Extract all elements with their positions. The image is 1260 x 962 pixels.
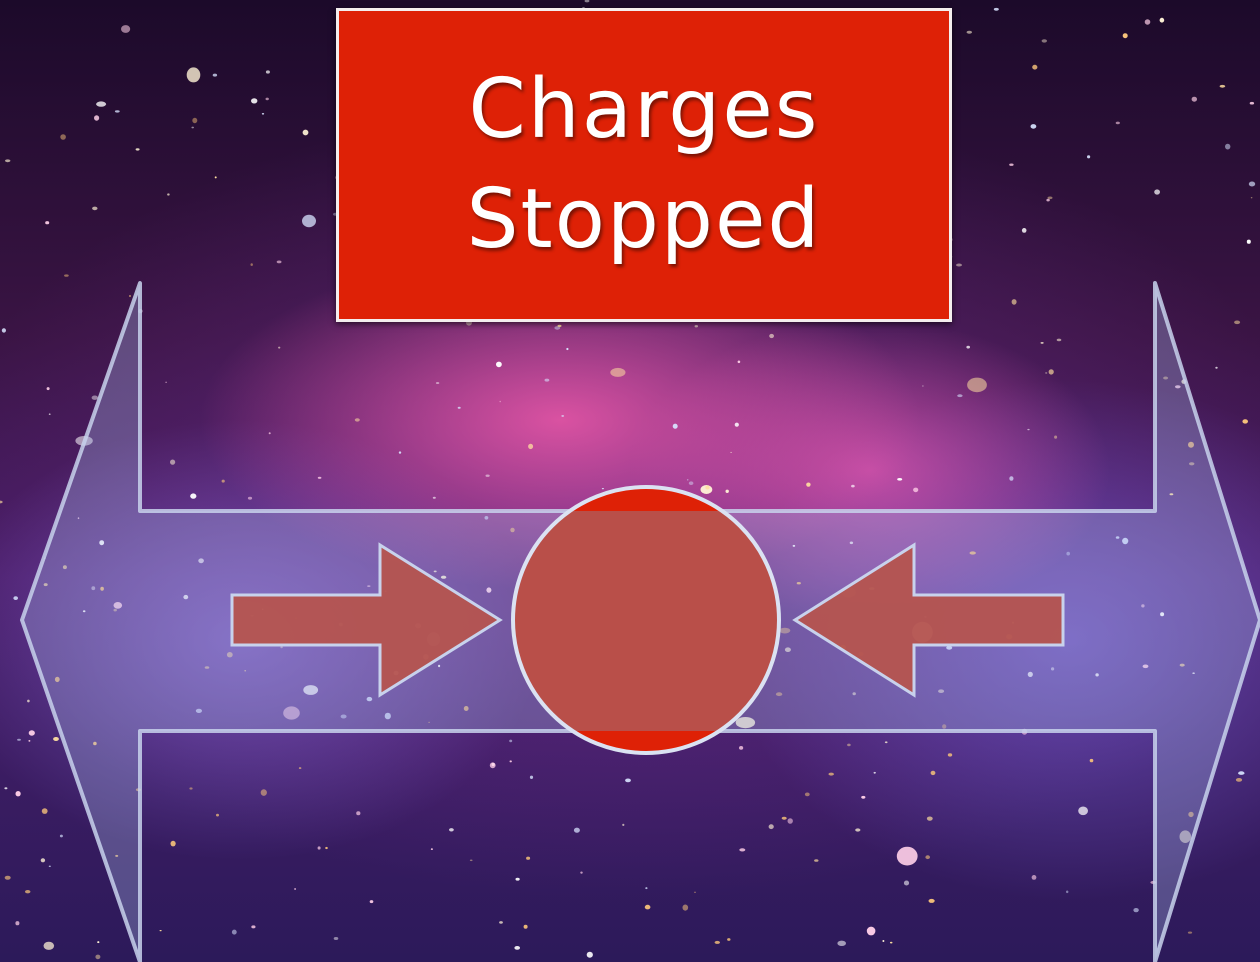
title-line-1: Charges	[469, 55, 820, 165]
title-line-2: Stopped	[467, 165, 822, 275]
title-box: Charges Stopped	[336, 8, 952, 322]
